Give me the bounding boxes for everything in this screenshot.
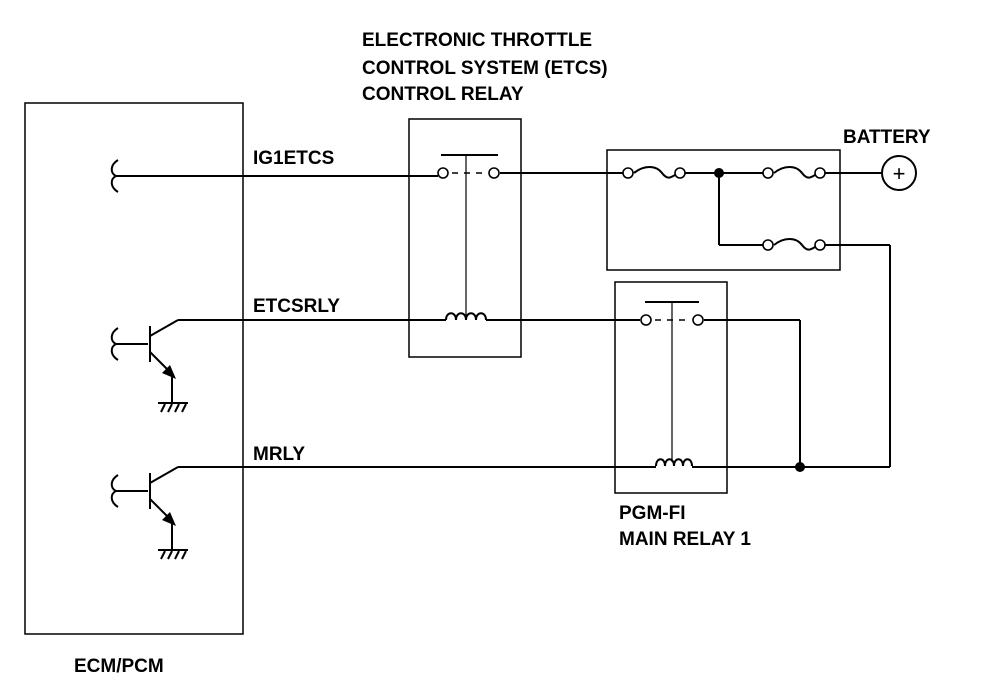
battery-plus-symbol: +: [893, 161, 906, 186]
ecm-pcm-label: ECM/PCM: [74, 656, 164, 677]
main-relay-terminal: [640, 314, 652, 326]
pgm-fi-main-relay-box: [614, 281, 728, 494]
fuse-terminal: [674, 167, 686, 179]
fuse-box: [606, 149, 841, 271]
main-relay-terminal: [692, 314, 704, 326]
fuse-terminal: [814, 239, 826, 251]
fuse-terminal: [762, 239, 774, 251]
main-relay-title: PGM-FI MAIN RELAY 1: [619, 503, 751, 550]
main-relay-coil-icon: [655, 458, 693, 467]
mrly-transistor-icon: [110, 466, 188, 560]
fuse-2-icon: [773, 166, 819, 179]
etcs-relay-terminal: [437, 167, 449, 179]
ecm-pcm-box: [24, 102, 244, 635]
junction-dot: [795, 462, 805, 472]
main-relay-line-1: PGM-FI: [619, 503, 686, 524]
fuse-terminal: [622, 167, 634, 179]
etcs-relay-terminal: [488, 167, 500, 179]
battery-icon: +: [881, 155, 917, 191]
main-relay-switch-icon: [645, 301, 699, 462]
etcsrly-label: ETCSRLY: [253, 296, 340, 317]
mrly-label: MRLY: [253, 444, 305, 465]
etcs-title-line-1: ELECTRONIC THROTTLE: [362, 30, 592, 51]
wires: [116, 172, 891, 468]
etcsrly-transistor-icon: [110, 319, 188, 413]
etcs-control-relay-box: [408, 118, 522, 358]
etcs-relay-switch-icon: [441, 154, 498, 318]
etcs-relay-coil-icon: [445, 312, 487, 321]
junction-dot: [714, 168, 724, 178]
fuse-terminal: [762, 167, 774, 179]
ig1etcs-label: IG1ETCS: [253, 148, 334, 169]
etcs-title-line-2: CONTROL SYSTEM (ETCS): [362, 58, 608, 79]
fuse-1-icon: [633, 166, 679, 179]
main-relay-line-2: MAIN RELAY 1: [619, 529, 751, 550]
fuse-terminal: [814, 167, 826, 179]
fuse-3-icon: [773, 238, 819, 251]
terminals: [437, 167, 826, 326]
battery-label: BATTERY: [843, 127, 931, 148]
etcs-relay-title: ELECTRONIC THROTTLE CONTROL SYSTEM (ETCS…: [362, 30, 608, 105]
etcs-title-line-3: CONTROL RELAY: [362, 84, 524, 105]
